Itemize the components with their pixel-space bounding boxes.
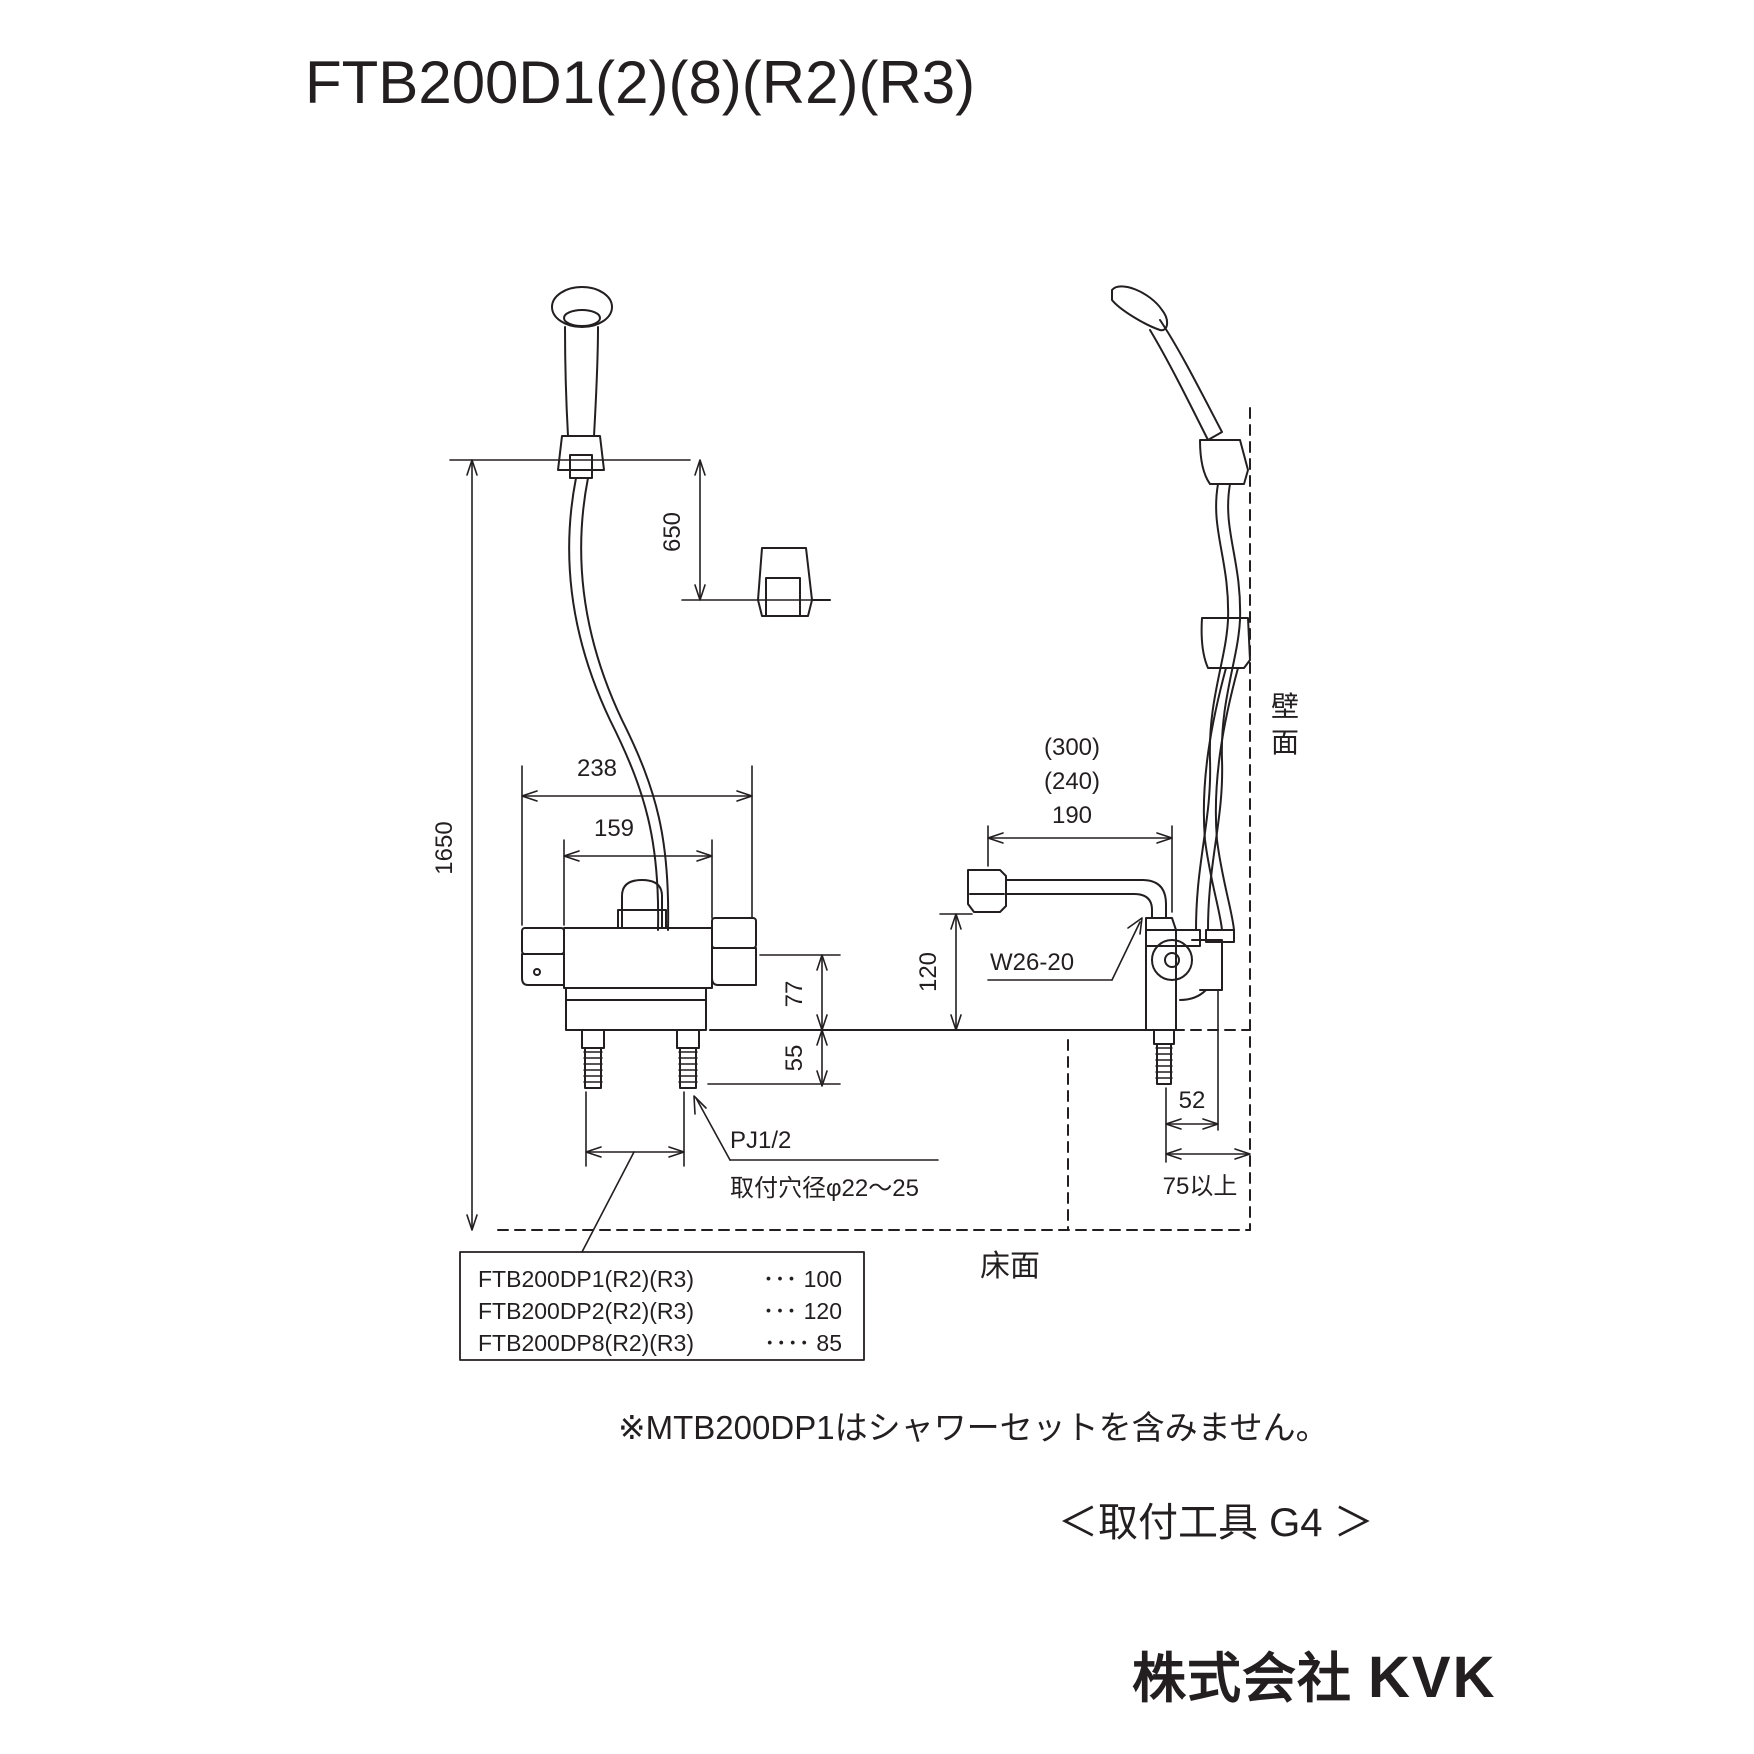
dim-55-label: 55 (781, 1045, 808, 1072)
dim-52 (1165, 989, 1219, 1163)
dim-190 (987, 825, 1173, 913)
dim-leg-pitch (585, 1091, 685, 1167)
side-shower-hose (1195, 483, 1242, 931)
dim-120-label: 120 (915, 952, 942, 992)
dim-159 (563, 839, 713, 926)
dim-55 (707, 1029, 841, 1087)
dim-52-label: 52 (1179, 1087, 1206, 1114)
dim-650-label: 650 (659, 512, 686, 552)
dim-238 (521, 765, 753, 926)
company-logo: 株式会社 KVK (1132, 1645, 1497, 1710)
front-shower-holder (757, 547, 831, 617)
dim-240-label: (240) (1044, 768, 1100, 795)
side-shower-hose-lower (1202, 667, 1239, 931)
fitting-w26-label: W26-20 (990, 949, 1074, 976)
dim-75 (1165, 1148, 1251, 1160)
side-shower-head (1111, 285, 1249, 485)
dim-120 (939, 913, 973, 1031)
mounting-tool-label: ＜取付工具 G4 ＞ (1058, 1501, 1374, 1545)
dim-1650 (449, 459, 691, 1231)
shower-set-note: ※MTB200DP1はシャワーセットを含みません。 (618, 1409, 1329, 1446)
side-spout (967, 869, 1167, 919)
dim-650 (681, 459, 831, 601)
dim-77-label: 77 (781, 981, 808, 1008)
variant-table-border (459, 1251, 865, 1361)
company-name-kvk: KVK (1368, 1645, 1497, 1710)
side-shower-holder (1200, 617, 1251, 669)
dim-159-label: 159 (594, 815, 634, 842)
leader-variant-table (581, 1151, 635, 1253)
dim-238-label: 238 (577, 755, 617, 782)
front-shower-hose (568, 477, 670, 931)
dim-1650-label: 1650 (431, 821, 458, 874)
variant-model-3: FTB200DP8(R2)(R3) (478, 1330, 694, 1356)
mounting-hole-label: 取付穴径φ22～25 (730, 1175, 919, 1202)
leader-w26 (987, 917, 1143, 981)
company-name-jp: 株式会社 (1132, 1649, 1352, 1709)
wall-label-2: 面 (1271, 727, 1299, 758)
variant-value-2: ･･･ 120 (763, 1298, 842, 1324)
variant-value-1: ･･･ 100 (763, 1266, 842, 1292)
dim-75-label: 75以上 (1163, 1173, 1238, 1200)
variant-model-2: FTB200DP2(R2)(R3) (478, 1298, 694, 1324)
variant-model-1: FTB200DP1(R2)(R3) (478, 1266, 694, 1292)
fitting-pj-label: PJ1/2 (730, 1127, 791, 1154)
leader-pj (693, 1095, 939, 1161)
front-faucet-body (521, 879, 757, 1089)
floor-label: 床面 (980, 1250, 1040, 1283)
front-shower-head (551, 286, 613, 479)
page-title: FTB200D1(2)(8)(R2)(R3) (305, 49, 976, 116)
variant-value-3: ････ 85 (764, 1330, 842, 1356)
dim-300-label: (300) (1044, 734, 1100, 761)
side-faucet-body (1145, 917, 1235, 1085)
wall-label-1: 壁 (1271, 691, 1299, 722)
dim-190-label: 190 (1052, 802, 1092, 829)
